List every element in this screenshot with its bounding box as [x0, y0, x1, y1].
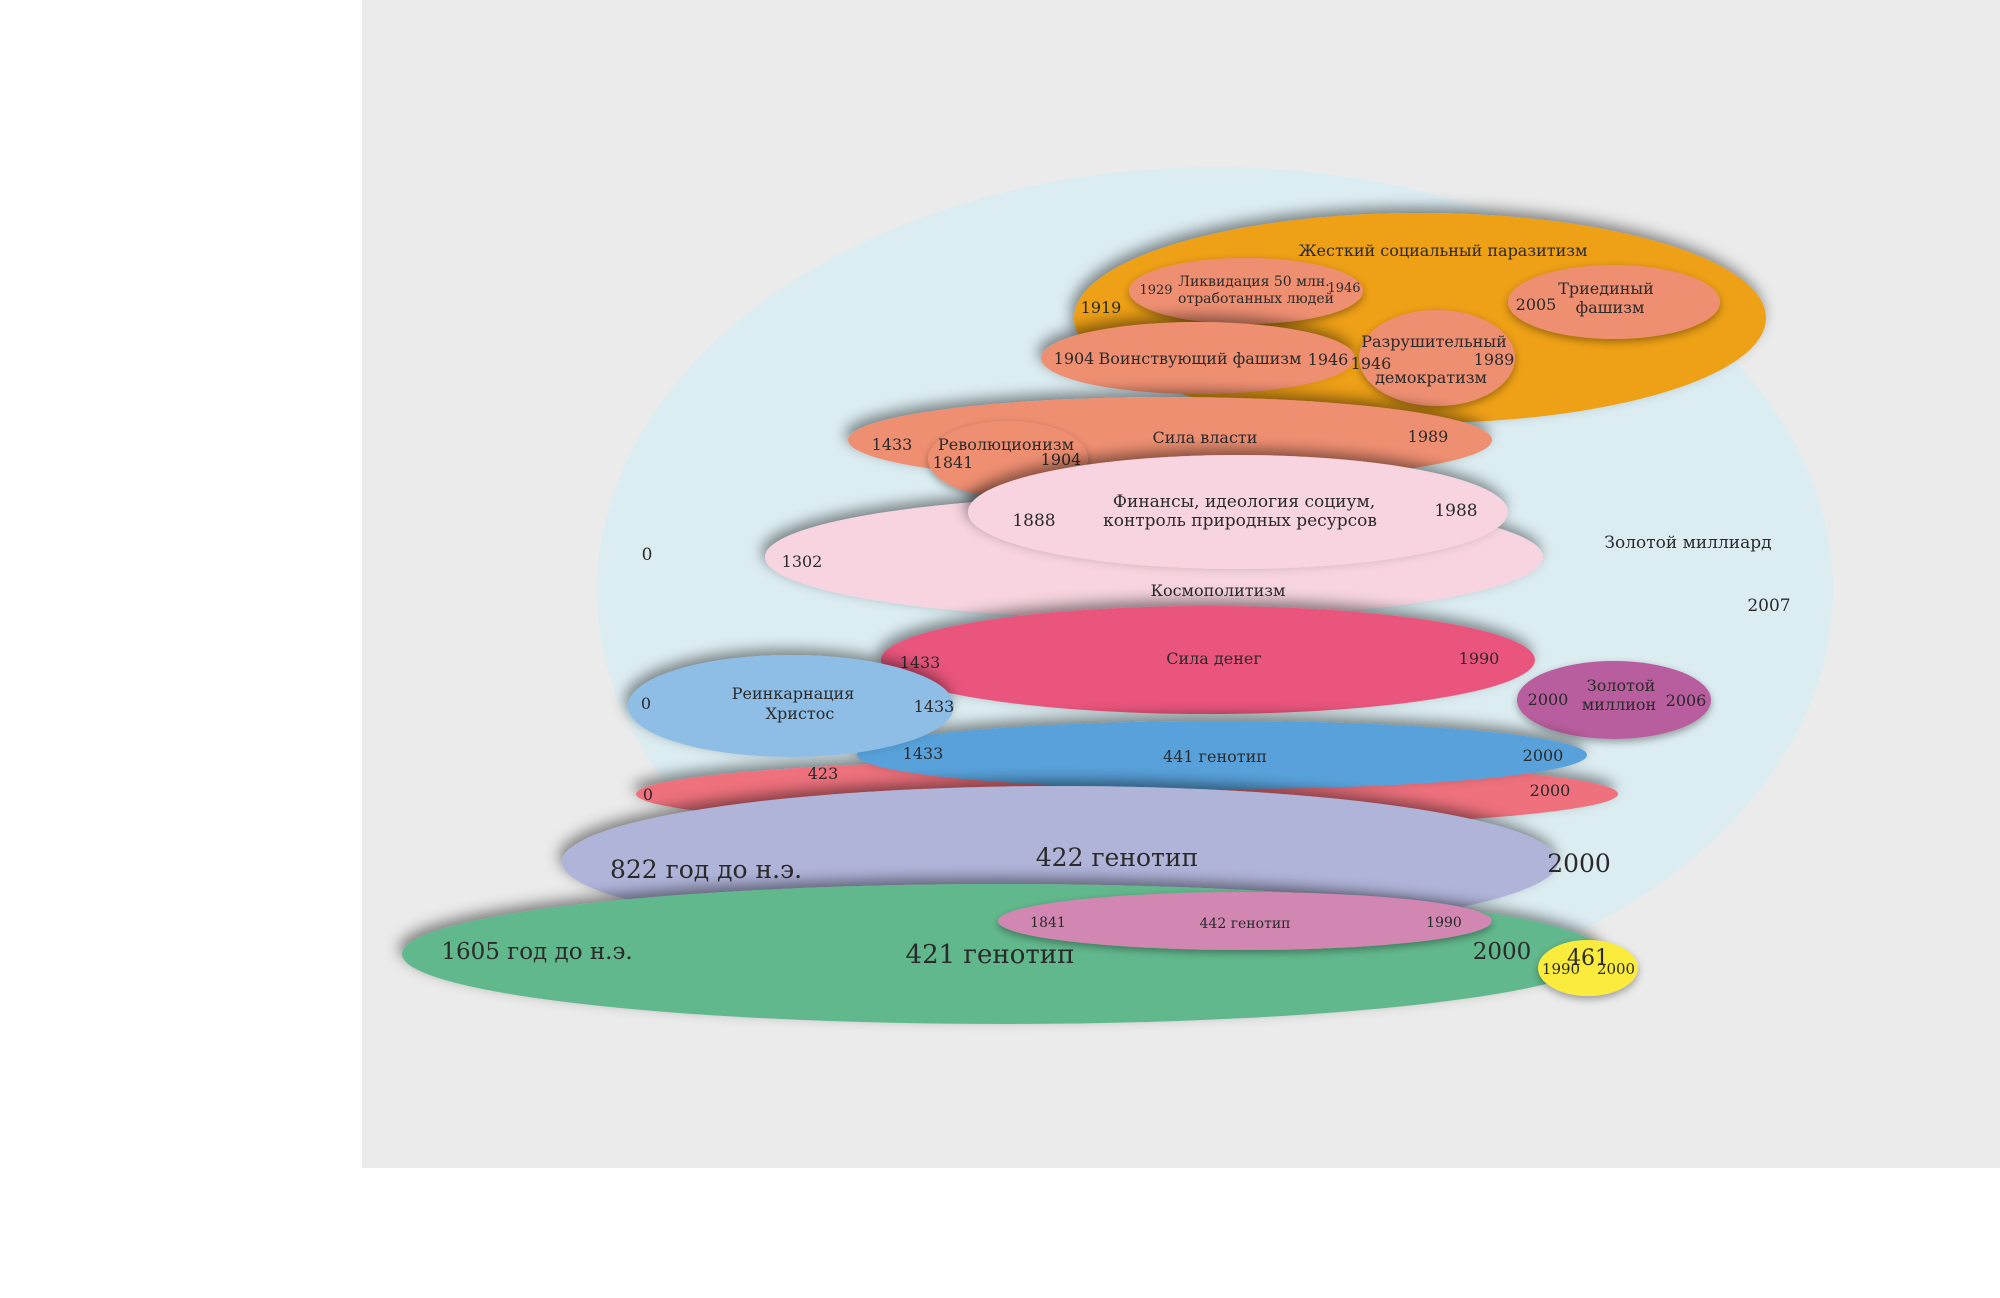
- g441-end: 2000: [1523, 746, 1564, 765]
- g442-group: 442 генотип 1841 1990: [998, 892, 1492, 950]
- golden-million-ellipse: [1517, 661, 1711, 739]
- destructive-group: Разрушительный демократизм 1946 1989: [1351, 310, 1515, 406]
- parasitism-label: Жесткий социальный паразитизм: [1299, 241, 1588, 260]
- g442-end: 1990: [1426, 915, 1462, 931]
- power-end: 1989: [1408, 427, 1449, 446]
- power-start: 1433: [872, 435, 913, 454]
- liquidation-ellipse: [1129, 258, 1363, 324]
- g441-group: 441 генотип 1433 2000: [857, 721, 1587, 789]
- militant-end: 1946: [1308, 350, 1349, 369]
- g421-end: 2000: [1473, 939, 1532, 965]
- militant-ellipse: [1041, 322, 1355, 394]
- reincarnation-group: Реинкарнация Христос 0 1433: [628, 655, 954, 757]
- g442-label: 442 генотип: [1200, 916, 1291, 932]
- revolution-end: 1904: [1041, 450, 1082, 469]
- g461-ellipse: [1538, 940, 1638, 996]
- parasitism-start: 1919: [1081, 298, 1122, 317]
- g441-label: 441 генотип: [1163, 747, 1267, 766]
- golden-million-label-line2: миллион: [1582, 695, 1656, 714]
- golden-million-start: 2000: [1528, 690, 1569, 709]
- golden-billion-start: 0: [642, 545, 653, 565]
- g442-ellipse: [998, 892, 1492, 950]
- triune-label-line1: Триединый: [1558, 279, 1654, 298]
- liquidation-group: Ликвидация 50 млн. отработанных людей 19…: [1129, 258, 1363, 324]
- money-group: Сила денег 1433 1990: [881, 606, 1535, 714]
- g421-start: 1605 год до н.э.: [441, 939, 632, 965]
- g441-ellipse: [857, 721, 1587, 789]
- finance-label-line1: Финансы, идеология социум,: [1113, 492, 1375, 512]
- destructive-start: 1946: [1351, 354, 1392, 373]
- reincarnation-label-line1: Реинкарнация: [732, 684, 855, 703]
- revolution-label: Революционизм: [938, 435, 1074, 454]
- finance-start: 1888: [1012, 511, 1055, 531]
- destructive-label-line1: Разрушительный: [1361, 332, 1506, 351]
- golden-billion-end: 2007: [1747, 596, 1790, 616]
- g442-start: 1841: [1030, 915, 1066, 931]
- money-start: 1433: [900, 653, 941, 672]
- revolution-start: 1841: [933, 453, 974, 472]
- militant-group: Воинствующий фашизм 1904 1946: [1041, 322, 1355, 394]
- g423-label: 423: [808, 764, 839, 783]
- g422-label: 422 генотип: [1036, 843, 1198, 872]
- reincarnation-ellipse: [628, 655, 954, 757]
- golden-million-group: Золотой миллион 2000 2006: [1517, 661, 1711, 739]
- g422-start: 822 год до н.э.: [610, 855, 802, 884]
- triune-label-line2: фашизм: [1576, 298, 1645, 317]
- liquidation-label-line1: Ликвидация 50 млн.: [1178, 274, 1329, 290]
- destructive-ellipse: [1359, 310, 1515, 406]
- triune-start: 2005: [1516, 295, 1557, 314]
- reincarnation-start: 0: [641, 694, 651, 713]
- liquidation-start: 1929: [1139, 283, 1172, 298]
- triune-group: Триединый фашизм 2005: [1508, 265, 1720, 339]
- golden-billion-label: Золотой миллиард: [1604, 533, 1771, 553]
- g423-end: 2000: [1530, 781, 1571, 800]
- militant-label: Воинствующий фашизм: [1099, 349, 1302, 368]
- golden-million-end: 2006: [1666, 691, 1707, 710]
- power-label: Сила власти: [1153, 428, 1258, 447]
- destructive-label-line2: демократизм: [1375, 368, 1487, 387]
- g421-label: 421 генотип: [906, 940, 1075, 970]
- g422-end: 2000: [1547, 849, 1611, 878]
- golden-million-label-line1: Золотой: [1587, 676, 1656, 695]
- liquidation-label-line2: отработанных людей: [1178, 291, 1334, 307]
- finance-ellipse: [968, 455, 1508, 569]
- finance-end: 1988: [1434, 501, 1477, 521]
- reincarnation-label-line2: Христос: [766, 704, 835, 723]
- cosmopolitism-label: Космополитизм: [1151, 581, 1286, 600]
- finance-group: Финансы, идеология социум, контроль прир…: [968, 455, 1508, 569]
- money-end: 1990: [1459, 649, 1500, 668]
- destructive-end: 1989: [1474, 350, 1515, 369]
- cosmopolitism-start: 1302: [782, 552, 823, 571]
- triune-ellipse: [1508, 265, 1720, 339]
- g461-group: 461 1990 2000: [1538, 940, 1638, 996]
- money-label: Сила денег: [1166, 649, 1262, 668]
- g461-end: 2000: [1597, 960, 1635, 978]
- g423-start: 0: [643, 785, 653, 804]
- liquidation-end: 1946: [1327, 281, 1360, 296]
- money-ellipse: [881, 606, 1535, 714]
- g441-start: 1433: [903, 744, 944, 763]
- militant-start: 1904: [1054, 349, 1095, 368]
- finance-label-line2: контроль природных ресурсов: [1103, 511, 1377, 531]
- reincarnation-end: 1433: [914, 697, 955, 716]
- g461-label: 461: [1567, 946, 1609, 971]
- g461-start: 1990: [1542, 960, 1580, 978]
